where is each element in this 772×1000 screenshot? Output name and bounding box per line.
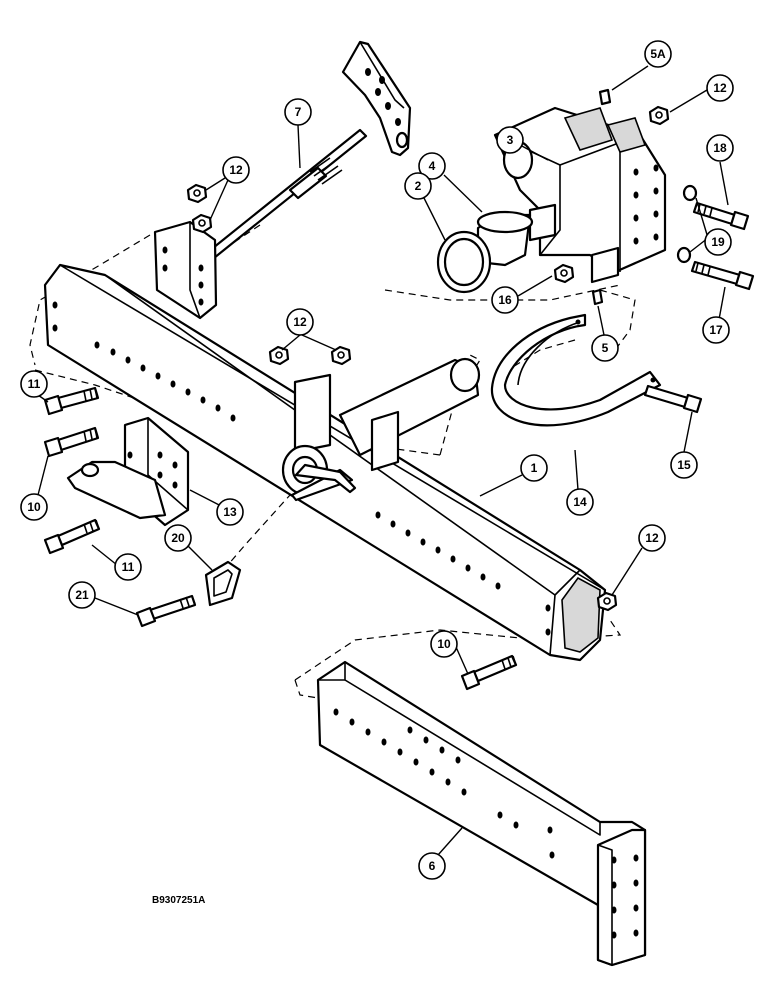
svg-text:15: 15 [677,458,691,472]
bolt-10-left [43,426,100,458]
svg-text:20: 20 [171,531,185,545]
ring-2 [436,230,492,294]
callout-4: 4 [418,152,446,180]
callout-11-lower: 11 [114,553,142,581]
callout-12-top: 12 [706,74,734,102]
svg-text:7: 7 [295,105,302,119]
svg-text:4: 4 [429,159,436,173]
svg-text:5A: 5A [650,47,666,61]
clevis-bracket-13 [66,416,190,527]
callout-2: 2 [404,172,432,200]
svg-text:19: 19 [711,235,725,249]
u-bracket-14 [490,313,662,427]
callout-12-right: 12 [638,524,666,552]
svg-text:18: 18 [713,141,727,155]
svg-text:10: 10 [437,637,451,651]
clip-20 [204,560,242,607]
main-beam [43,263,607,662]
bracket-housing [493,106,667,284]
bolt-17 [690,260,755,291]
fitting-5 [591,288,604,306]
callout-20: 20 [164,524,192,552]
callout-3: 3 [496,126,524,154]
grease-fitting-5a [598,88,612,106]
bolt-10-right [460,654,518,691]
callout-5a: 5A [644,40,672,68]
svg-text:12: 12 [645,531,659,545]
nut-12-right [596,591,618,612]
callout-5: 5 [591,334,619,362]
callout-1: 1 [520,454,548,482]
callout-15: 15 [670,451,698,479]
bolt-15 [643,384,703,414]
callout-7: 7 [284,98,312,126]
callout-14: 14 [566,488,594,516]
svg-text:11: 11 [122,560,135,574]
callout-18: 18 [706,134,734,162]
svg-text:21: 21 [75,588,89,602]
svg-text:2: 2 [415,179,422,193]
bolt-21 [135,594,197,628]
washers-19 [676,184,698,264]
svg-text:12: 12 [293,315,307,329]
callout-10-right: 10 [430,630,458,658]
callout-6: 6 [418,852,446,880]
svg-text:13: 13 [223,505,237,519]
svg-text:16: 16 [498,293,512,307]
callout-12-left: 12 [222,156,250,184]
drawing-number: B9307251A [152,895,205,906]
svg-text:6: 6 [429,859,436,873]
nuts-12-center [268,345,352,366]
extension-beam-6 [316,660,647,967]
svg-text:17: 17 [709,323,723,337]
svg-text:12: 12 [713,81,727,95]
callout-10-left: 10 [20,493,48,521]
bolt-11-upper [43,386,100,416]
callout-13: 13 [216,498,244,526]
svg-text:3: 3 [507,133,514,147]
svg-text:5: 5 [602,341,609,355]
svg-text:10: 10 [27,500,41,514]
nut-12-top [648,105,670,126]
callout-21: 21 [68,581,96,609]
svg-text:1: 1 [531,461,538,475]
svg-text:14: 14 [573,495,587,509]
callouts: 5A 12 7 12 3 4 2 18 19 16 17 5 12 11 10 … [20,40,734,880]
svg-text:11: 11 [28,377,41,391]
pedal-rod-assembly [153,40,412,320]
nuts-12-upper-left [186,183,213,234]
callout-11-upper: 11 [20,370,48,398]
nut-16 [553,263,575,284]
bolt-11-lower [43,518,101,555]
callout-12-mid: 12 [286,308,314,336]
svg-text:12: 12 [229,163,243,177]
callout-16: 16 [491,286,519,314]
callout-19: 19 [704,228,732,256]
callout-17: 17 [702,316,730,344]
